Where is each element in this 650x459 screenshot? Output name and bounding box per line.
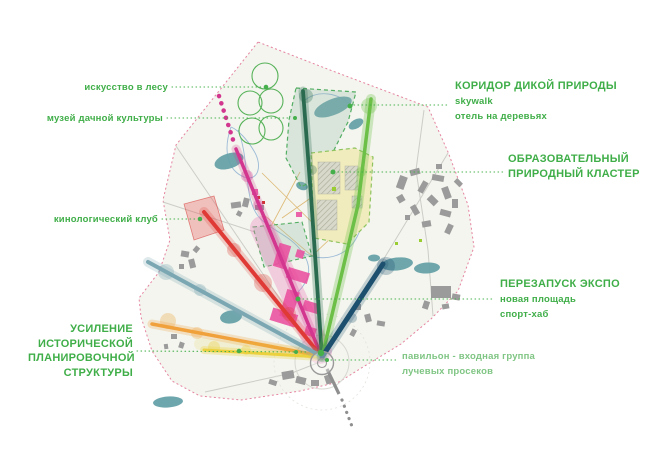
pavilion-line-1: павильон - входная группа (402, 351, 536, 362)
ray-expo-axis (316, 257, 395, 363)
buildings (163, 164, 463, 387)
wild-corridor-title: КОРИДОР ДИКОЙ ПРИРОДЫ (455, 80, 617, 92)
label-expo: ПЕРЕЗАПУСК ЭКСПО новая площадь спорт-хаб (500, 277, 620, 322)
expo-item-sporthub: спорт-хаб (500, 308, 549, 320)
historic-line-2: ИСТОРИЧЕСКОЙ (37, 337, 133, 350)
leader-historic-structure (136, 350, 309, 353)
expo-item-square: новая площадь (500, 293, 577, 305)
label-cynology-club: кинологический клуб (53, 214, 158, 225)
edu-cluster-line-2: ПРИРОДНЫЙ КЛАСТЕР (508, 167, 640, 180)
label-edu-cluster: ОБРАЗОВАТЕЛЬНЫЙ ПРИРОДНЫЙ КЛАСТЕР (508, 152, 640, 181)
ray-wild-corridor-axis (298, 86, 327, 362)
leader-lines (136, 86, 505, 361)
historic-line-4: СТРУКТУРЫ (63, 366, 133, 379)
ponds (153, 96, 440, 408)
wild-corridor-item-treehotel: отель на деревьях (455, 110, 547, 122)
wild-corridor-item-skywalk: skywalk (455, 95, 493, 107)
entry-route (325, 368, 355, 431)
historic-line-3: ПЛАНИРОВОЧНОЙ (28, 352, 135, 364)
edu-cluster-line-1: ОБРАЗОВАТЕЛЬНЫЙ (508, 153, 629, 165)
ray-museum-axis (216, 93, 325, 357)
label-wild-corridor: КОРИДОР ДИКОЙ ПРИРОДЫ skywalk отель на д… (455, 79, 617, 124)
ray-yellow-axis (194, 338, 324, 361)
ray-green-axis (317, 94, 377, 362)
ray-steel-axis (143, 257, 325, 361)
ray-cynology-axis (199, 207, 326, 360)
cynology-club-area (183, 195, 265, 241)
ray-orange-axis (147, 313, 325, 361)
park-boundary (138, 41, 475, 401)
expo-title: ПЕРЕЗАПУСК ЭКСПО (500, 278, 620, 290)
label-historic-structure: УСИЛЕНИЕ ИСТОРИЧЕСКОЙ ПЛАНИРОВОЧНОЙ СТРУ… (28, 322, 135, 380)
label-art-forest: искусство в лесу (84, 82, 168, 93)
hub-green-dot (317, 349, 325, 357)
pavilion-line-2: лучевых просеков (402, 366, 494, 377)
leader-anchor-dots (197, 84, 353, 362)
label-dacha-museum: музей дачной культуры (46, 113, 163, 124)
historic-line-1: УСИЛЕНИЕ (70, 323, 133, 335)
label-pavilion: павильон - входная группа лучевых просек… (402, 349, 535, 379)
